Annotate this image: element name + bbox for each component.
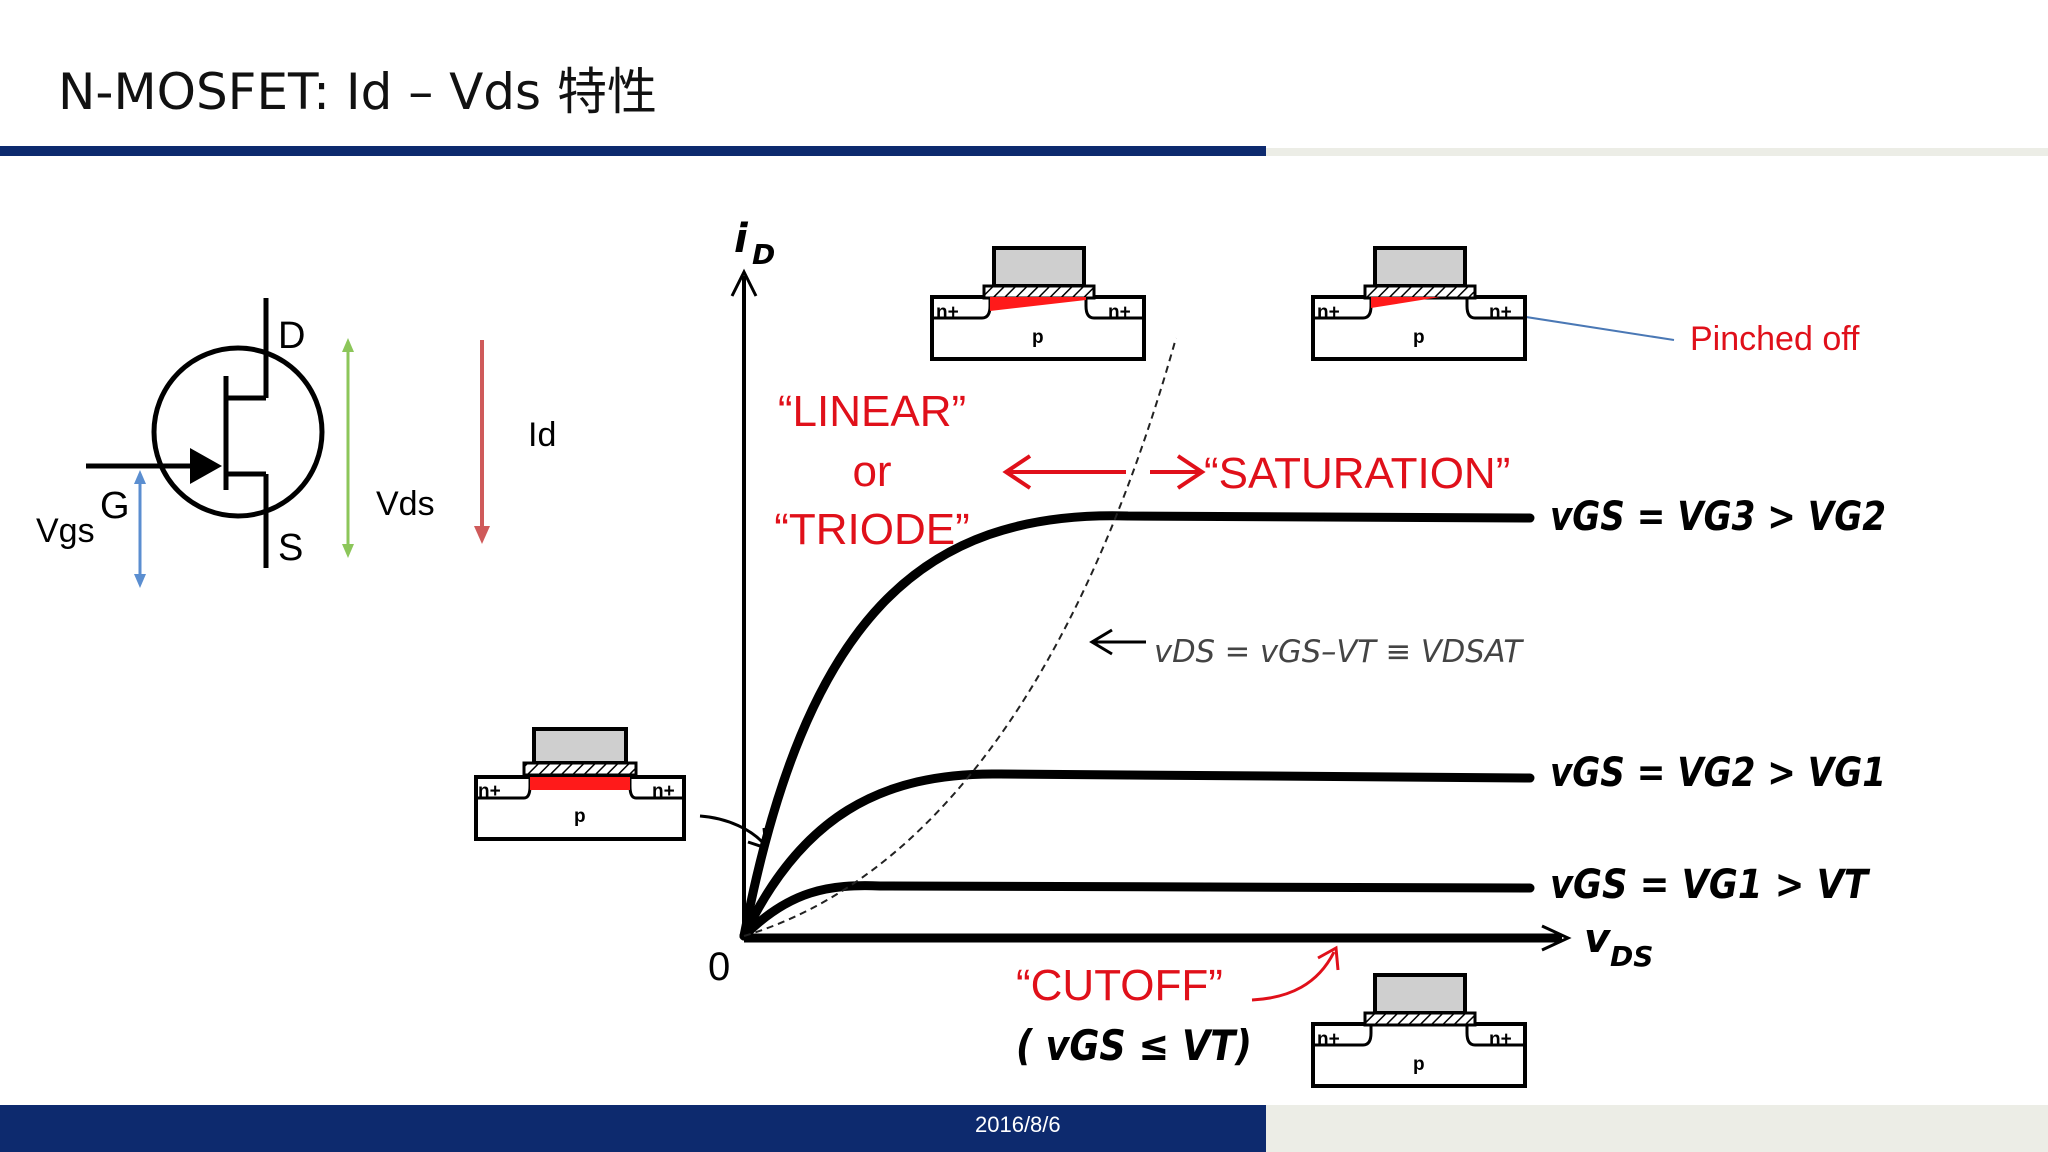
gate-arrow-icon xyxy=(190,448,222,484)
cutoff-arrow xyxy=(1251,951,1336,1002)
id-arrow xyxy=(474,340,490,544)
region-saturation: “SATURATION” xyxy=(1204,449,1510,498)
svg-text:p: p xyxy=(1032,327,1044,348)
curve-vg3 xyxy=(739,511,1535,941)
y-axis-sub: D xyxy=(752,238,775,271)
mosfet-symbol: D G S xyxy=(86,298,325,569)
svg-text:n+: n+ xyxy=(1108,302,1131,323)
svg-text:p: p xyxy=(574,806,586,827)
vds-arrow xyxy=(342,338,354,558)
source-label: S xyxy=(278,527,303,569)
curve-vg2 xyxy=(739,769,1535,941)
cross-section-cutoff: n+ n+ p xyxy=(1311,973,1527,1088)
cross-section-at-vdsat: n+ n+ p xyxy=(930,246,1146,361)
svg-text:n+: n+ xyxy=(1489,1029,1512,1050)
cross-section-linear-origin: n+ n+ p xyxy=(474,727,686,841)
svg-text:n+: n+ xyxy=(1317,302,1340,323)
symbol-circle xyxy=(151,345,325,519)
region-cutoff: “CUTOFF” xyxy=(1016,961,1223,1010)
gate-label: G xyxy=(100,485,130,527)
vds-label: Vds xyxy=(376,485,435,523)
vdsat-equation: vDS = vGS–VT ≡ VDSAT xyxy=(1154,634,1524,670)
footer-bar-gray xyxy=(1266,1105,2048,1152)
svg-text:n+: n+ xyxy=(1489,302,1512,323)
svg-text:p: p xyxy=(1413,327,1425,348)
slide-title: N-MOSFET: Id – Vds 特性 xyxy=(58,63,657,121)
svg-text:n+: n+ xyxy=(478,781,501,802)
curve-label-vg2: vGS = VG2 > VG1 xyxy=(1550,750,1886,796)
vgs-arrow xyxy=(134,470,146,588)
drain-label: D xyxy=(278,315,305,357)
x-axis-label: v xyxy=(1584,916,1612,962)
vdsat-annotation xyxy=(1089,628,1146,656)
footer-bar-navy xyxy=(0,1105,1266,1152)
cutoff-condition: ( vGS ≤ VT) xyxy=(1016,1021,1252,1070)
y-axis-label: i xyxy=(734,216,749,262)
cross-section-pinched-off: n+ n+ p xyxy=(1311,246,1527,361)
pinched-off-label: Pinched off xyxy=(1690,320,1860,358)
region-linear-line1: “LINEAR” xyxy=(778,387,966,436)
curve-label-vg1: vGS = VG1 > VT xyxy=(1550,862,1870,908)
header-rule-navy xyxy=(0,146,1266,156)
origin-label: 0 xyxy=(708,945,730,989)
origin-pointer-arrow xyxy=(699,814,766,846)
region-linear-line2: or xyxy=(852,447,891,496)
curve-label-vg3: vGS = VG3 > VG2 xyxy=(1550,494,1886,540)
id-vds-graph: i D v DS 0 “LINEAR” or “TRIODE” “SATURAT… xyxy=(699,216,1886,1070)
x-axis-sub: DS xyxy=(1610,940,1653,973)
svg-text:p: p xyxy=(1413,1054,1425,1075)
id-label: Id xyxy=(528,416,556,454)
curve-vg1 xyxy=(739,881,1535,941)
svg-text:n+: n+ xyxy=(936,302,959,323)
svg-text:n+: n+ xyxy=(652,781,675,802)
header-rule-gray xyxy=(1266,148,2048,156)
vdsat-boundary xyxy=(743,337,1177,937)
svg-text:n+: n+ xyxy=(1317,1029,1340,1050)
footer-date: 2016/8/6 xyxy=(975,1112,1061,1137)
linear-saturation-arrows xyxy=(1002,454,1206,490)
vgs-label: Vgs xyxy=(36,512,95,550)
region-linear-line3: “TRIODE” xyxy=(774,505,970,554)
